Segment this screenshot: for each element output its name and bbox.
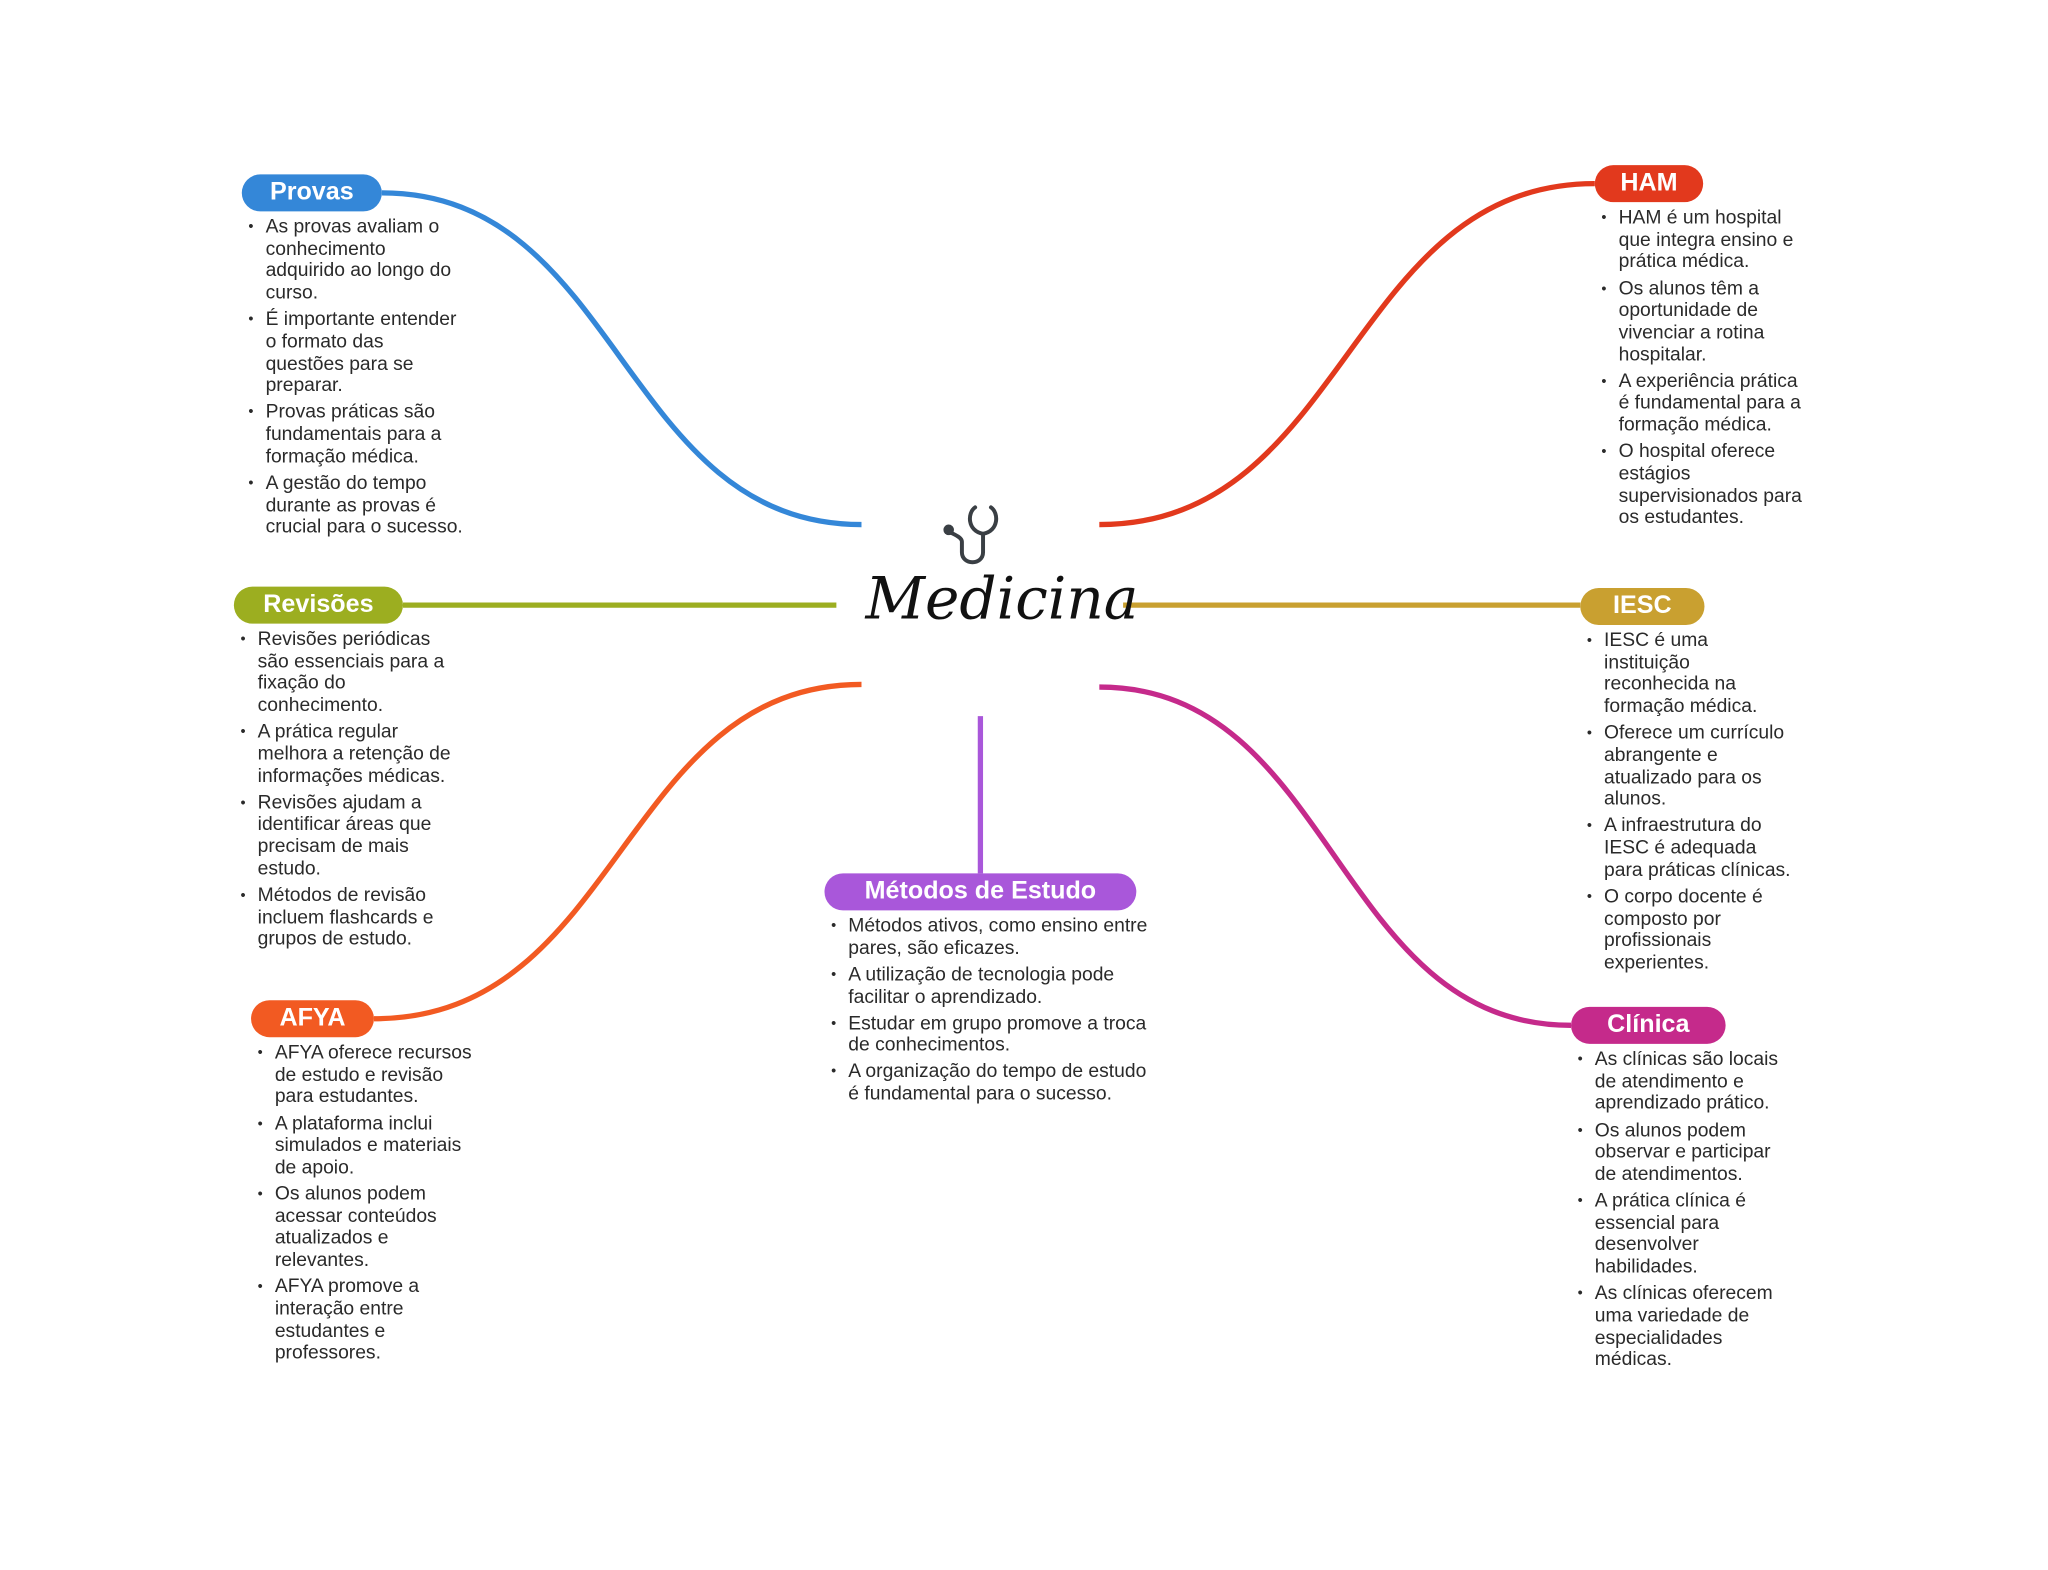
note: É importante entender o formato das ques…	[248, 309, 466, 397]
branch-ham[interactable]: HAM	[1594, 165, 1704, 203]
connector-ham	[1099, 181, 1595, 528]
note: Os alunos podem observar e participar de…	[1578, 1120, 1783, 1186]
note: A gestão do tempo durante as provas é cr…	[248, 473, 466, 539]
note: A prática clínica é essencial para desen…	[1578, 1190, 1783, 1278]
note: Oferece um currículo abrangente e atuali…	[1587, 723, 1798, 811]
note: Revisões periódicas são essenciais para …	[240, 629, 462, 717]
note: O corpo docente é composto por profissio…	[1587, 886, 1798, 974]
central-topic[interactable]: Medicina	[865, 565, 1139, 633]
branch-iesc[interactable]: IESC	[1580, 587, 1705, 625]
stethoscope-icon	[943, 505, 999, 565]
provas-notes: As provas avaliam o conhecimento adquiri…	[248, 217, 466, 544]
branch-provas[interactable]: Provas	[241, 174, 382, 212]
note: As clínicas oferecem uma variedade de es…	[1578, 1283, 1783, 1371]
afya-notes: AFYA oferece recursos de estudo e revisã…	[258, 1043, 476, 1370]
note: Provas práticas são fundamentais para a …	[248, 402, 466, 468]
note: A prática regular melhora a retenção de …	[240, 722, 462, 788]
note: Métodos ativos, como ensino entre pares,…	[831, 916, 1148, 960]
note: Estudar em grupo promove a troca de conh…	[831, 1013, 1148, 1057]
note: A plataforma inclui simulados e materiai…	[258, 1113, 476, 1179]
connector-afya	[373, 681, 862, 1022]
note: Os alunos podem acessar conteúdos atuali…	[258, 1184, 476, 1272]
note: As clínicas são locais de atendimento e …	[1578, 1049, 1783, 1115]
iesc-notes: IESC é uma instituição reconhecida na fo…	[1587, 630, 1798, 979]
note: AFYA oferece recursos de estudo e revisã…	[258, 1043, 476, 1109]
revisoes-notes: Revisões periódicas são essenciais para …	[240, 629, 462, 956]
branch-afya[interactable]: AFYA	[251, 1000, 374, 1038]
branch-clinica[interactable]: Clínica	[1571, 1006, 1726, 1044]
branch-metodos-de-estudo[interactable]: Métodos de Estudo	[824, 873, 1137, 911]
note: Os alunos têm a oportunidade de vivencia…	[1601, 278, 1812, 366]
note: HAM é um hospital que integra ensino e p…	[1601, 207, 1812, 273]
note: A infraestrutura do IESC é adequada para…	[1587, 816, 1798, 882]
branch-revisoes[interactable]: Revisões	[233, 586, 403, 624]
clinica-notes: As clínicas são locais de atendimento e …	[1578, 1049, 1783, 1376]
note: O hospital oferece estágios supervisiona…	[1601, 442, 1812, 530]
note: Revisões ajudam a identificar áreas que …	[240, 792, 462, 880]
note: As provas avaliam o conhecimento adquiri…	[248, 217, 466, 305]
note: IESC é uma instituição reconhecida na fo…	[1587, 630, 1798, 718]
note: AFYA promove a interação entre estudante…	[258, 1277, 476, 1365]
ham-notes: HAM é um hospital que integra ensino e p…	[1601, 207, 1812, 534]
metodos-notes: Métodos ativos, como ensino entre pares,…	[831, 916, 1148, 1110]
connector-clinica	[1099, 684, 1572, 1028]
connector-provas	[381, 190, 862, 528]
note: A utilização de tecnologia pode facilita…	[831, 964, 1148, 1008]
note: A organização do tempo de estudo é funda…	[831, 1062, 1148, 1106]
note: A experiência prática é fundamental para…	[1601, 371, 1812, 437]
note: Métodos de revisão incluem flashcards e …	[240, 885, 462, 951]
